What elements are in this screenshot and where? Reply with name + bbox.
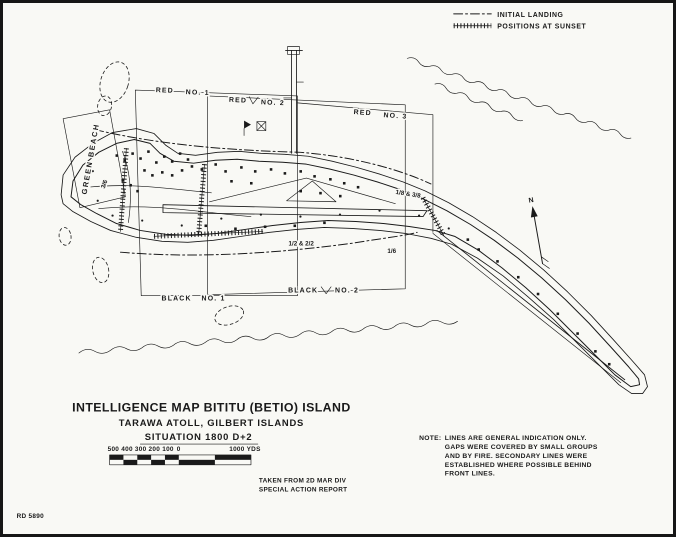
scale-zero: 0 <box>177 446 181 453</box>
source-line-2: SPECIAL ACTION REPORT <box>259 486 347 493</box>
note-line-4: ESTABLISHED WHERE POSSIBLE BEHIND <box>445 462 592 469</box>
plate-id: RD 5890 <box>17 513 45 520</box>
sunset-lines <box>117 148 446 239</box>
note-label: NOTE: <box>419 435 441 442</box>
north-label: N <box>528 197 535 205</box>
building-marks <box>115 150 611 366</box>
reef-outline <box>60 128 648 395</box>
scale-right-label: 1000 YDS <box>229 446 261 453</box>
reef-wave-top <box>406 57 632 139</box>
beach-label-red2-left: RED <box>229 97 247 105</box>
tail-road <box>432 230 626 384</box>
reef-wave-top-secondary <box>434 83 523 122</box>
unit-label-3-6: 3/6 <box>100 179 110 190</box>
map-situation: SITUATION 1800 D+2 <box>145 431 253 442</box>
flag-and-aid-symbols <box>243 120 267 136</box>
unit-labels: 3/6 1/8 & 3/8 1/2 & 2/2 1/6 <box>99 177 423 256</box>
note-line-5: FRONT LINES. <box>445 471 495 478</box>
note-block: NOTE: LINES ARE GENERAL INDICATION ONLY.… <box>419 435 598 478</box>
source-note: TAKEN FROM 2D MAR DIV SPECIAL ACTION REP… <box>259 478 347 494</box>
title-block: INTELLIGENCE MAP BITITU (BETIO) ISLAND T… <box>72 400 350 445</box>
beach-label-black2-left: BLACK <box>288 288 318 295</box>
pier <box>283 46 304 154</box>
beach-label-black2-right: NO. 2 <box>335 288 359 295</box>
scale-ticks: 500 400 300 200 100 <box>108 446 174 453</box>
source-line-1: TAKEN FROM 2D MAR DIV <box>259 478 347 485</box>
map-canvas: GREEN BEACH RED NO. 1 RED NO. 2 RED NO. … <box>17 12 648 520</box>
beach-labels: GREEN BEACH RED NO. 1 RED NO. 2 RED NO. … <box>78 86 409 304</box>
beach-label-red1-right: NO. 1 <box>186 89 210 97</box>
unit-label-1-2-2-2: 1/2 & 2/2 <box>289 240 315 247</box>
beach-label-black1-right: NO. 1 <box>202 296 226 303</box>
scale-bar: 500 400 300 200 100 0 1000 YDS <box>108 446 261 466</box>
beach-label-green: GREEN BEACH <box>80 122 101 195</box>
legend-positions-sunset-label: POSITIONS AT SUNSET <box>497 24 586 31</box>
beach-label-red2-right: NO. 2 <box>261 99 285 107</box>
shoreline <box>70 138 641 388</box>
unit-label-1-8-3-8: 1/8 & 3/8 <box>395 189 422 200</box>
beach-label-red3-left: RED <box>353 109 372 117</box>
legend: INITIAL LANDING POSITIONS AT SUNSET <box>453 12 586 31</box>
unit-label-1-6: 1/6 <box>387 248 396 255</box>
sector-boxes <box>62 89 434 297</box>
note-line-2: GAPS WERE COVERED BY SMALL GROUPS <box>445 444 598 451</box>
note-line-3: AND BY FIRE. SECONDARY LINES WERE <box>445 453 588 460</box>
gun-position-dots <box>91 170 450 230</box>
beach-label-red1-left: RED <box>156 87 174 95</box>
note-line-1: LINES ARE GENERAL INDICATION ONLY. <box>445 435 587 442</box>
scale-bar-outline <box>109 454 252 466</box>
dashed-shoals <box>58 61 244 326</box>
boundary-v-mark <box>248 96 259 105</box>
landing-lines <box>94 129 432 256</box>
legend-initial-landing-label: INITIAL LANDING <box>497 12 563 19</box>
map-subtitle: TARAWA ATOLL, GILBERT ISLANDS <box>119 417 304 428</box>
reef-wave-bottom <box>78 319 458 354</box>
beach-label-black1-left: BLACK <box>162 296 192 303</box>
map-title: INTELLIGENCE MAP BITITU (BETIO) ISLAND <box>72 400 350 414</box>
boundary-v-mark <box>320 286 332 295</box>
beach-label-red3-right: NO. 3 <box>383 112 407 121</box>
north-arrow: N <box>528 197 550 269</box>
